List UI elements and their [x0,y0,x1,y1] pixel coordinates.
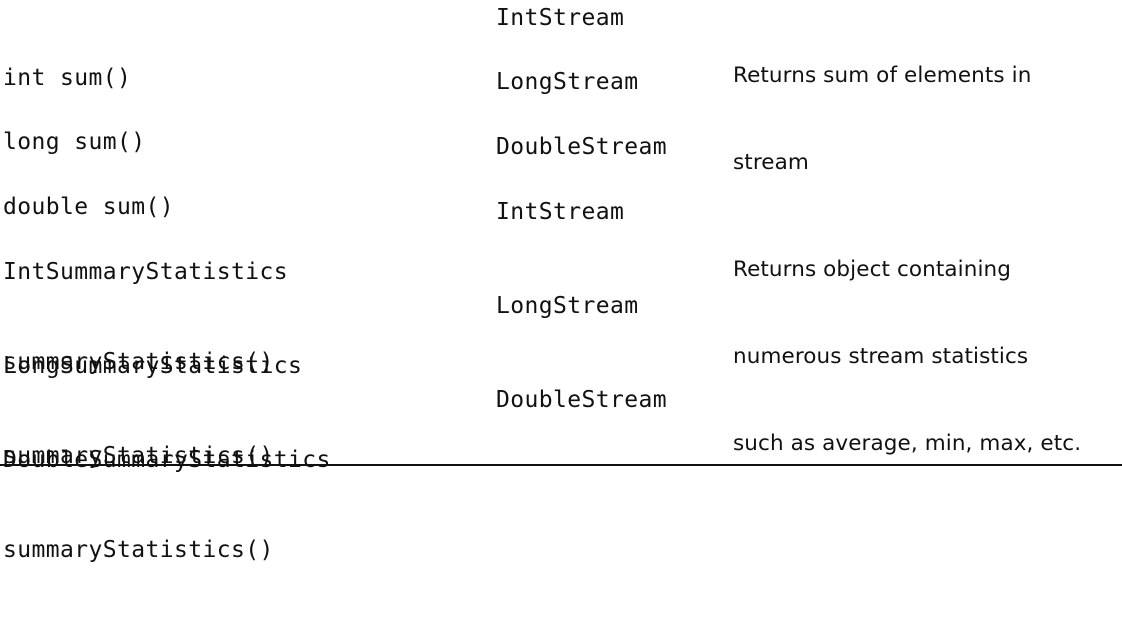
signature-line: double sum() [3,194,174,220]
stream-type: IntStream [496,5,625,31]
method-description: Returns object containing numerous strea… [733,197,1122,516]
signature-line: LongSummaryStatistics [3,353,303,379]
description-line: numerous stream statistics [733,344,1029,369]
method-signature: IntSummaryStatistics summaryStatistics() [3,197,473,437]
method-signature: DoubleSummaryStatistics summaryStatistic… [3,385,473,625]
description-line: stream [733,150,809,175]
stream-type: DoubleStream [496,134,667,160]
table-bottom-rule [0,464,1122,466]
description-line: such as average, min, max, etc. [733,431,1082,456]
signature-line: IntSummaryStatistics [3,259,288,285]
method-signature: long sum() [3,67,473,217]
method-signature: double sum() [3,132,473,282]
stream-type: IntStream [496,199,625,225]
stream-type: LongStream [496,293,639,319]
signature-line: DoubleSummaryStatistics [3,447,331,473]
stream-type: DoubleStream [496,387,667,413]
method-signature: int sum() [3,3,473,153]
signature-line: int sum() [3,65,132,91]
signature-line: summaryStatistics() [3,349,274,375]
signature-line: summaryStatistics() [3,537,274,563]
method-description: Returns sum of elements in stream [733,3,1122,235]
description-line: Returns object containing [733,257,1012,282]
signature-line: long sum() [3,129,146,155]
description-line: Returns sum of elements in [733,63,1032,88]
stream-type: LongStream [496,69,639,95]
